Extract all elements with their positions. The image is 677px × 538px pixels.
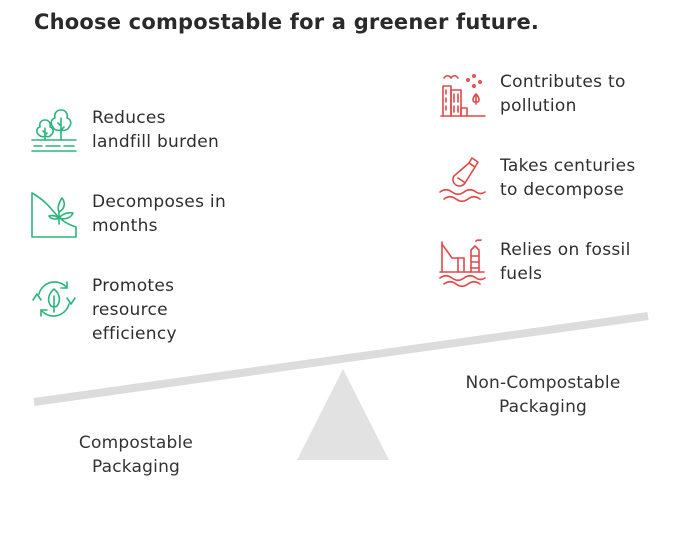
trees-landfill-icon [31, 109, 77, 152]
benefit-item-decomposes: Decomposes in months [29, 190, 226, 240]
page-title: Choose compostable for a greener future. [34, 10, 540, 34]
factory-pollution-icon [440, 74, 486, 117]
sprouting-plant-icon [31, 192, 77, 238]
bottle-in-water-icon [439, 157, 486, 203]
benefit-item-efficiency: Promotes resource efficiency [29, 274, 177, 346]
non-compostable-caption: Non-Compostable Packaging [465, 373, 621, 417]
drawback-label-centuries: Takes centuries to decompose [500, 156, 636, 200]
seesaw-beam [33, 312, 649, 406]
fulcrum [297, 369, 389, 460]
drawback-item-pollution: Contributes to pollution [438, 70, 626, 120]
drawback-label-pollution: Contributes to pollution [500, 72, 626, 116]
recycle-leaf-icon [32, 281, 76, 317]
benefit-label-landfill: Reduces landfill burden [92, 108, 220, 152]
oil-rig-icon [439, 239, 486, 288]
benefit-label-decomposes: Decomposes in months [92, 192, 227, 236]
drawback-label-fossil: Relies on fossil fuels [500, 240, 631, 284]
benefit-label-efficiency: Promotes resource efficiency [92, 276, 177, 344]
benefit-item-landfill: Reduces landfill burden [29, 106, 219, 156]
drawback-item-centuries: Takes centuries to decompose [438, 154, 636, 204]
compostable-caption: Compostable Packaging [78, 433, 194, 477]
drawback-item-fossil: Relies on fossil fuels [438, 238, 631, 288]
